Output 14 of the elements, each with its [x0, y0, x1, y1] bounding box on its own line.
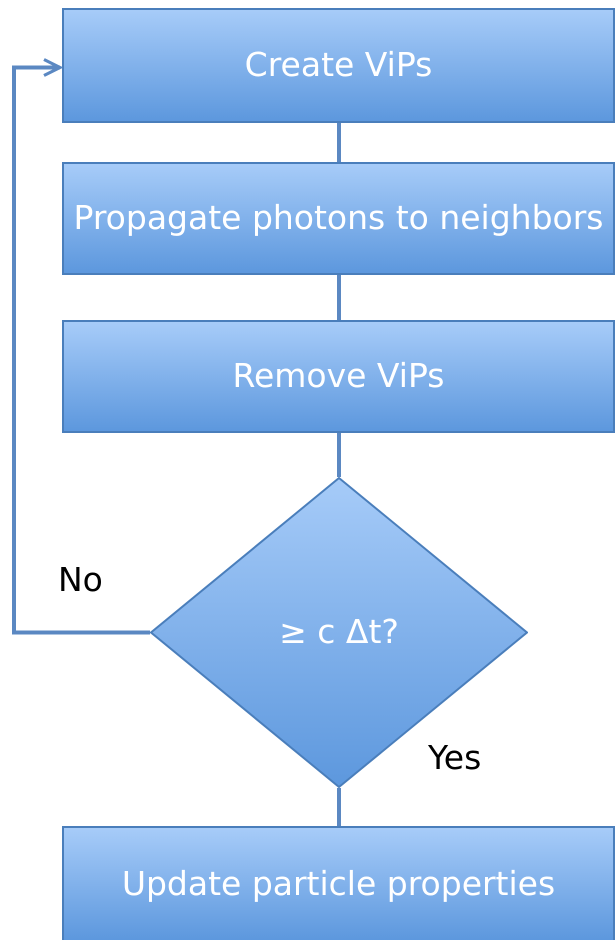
arrow: [12, 58, 150, 634]
connector-line: [337, 123, 341, 162]
process-box: [62, 8, 615, 123]
node-label: Propagate photons to neighbors: [74, 197, 604, 240]
connector-line: [337, 788, 341, 826]
process-box: [62, 162, 615, 275]
connector-line: [337, 433, 341, 477]
node-label: Remove ViPs: [232, 355, 444, 398]
node-label: Update particle properties: [122, 862, 556, 905]
process-box: [62, 320, 615, 433]
node-label: ≥ c Δt?: [279, 611, 399, 654]
process-box: [62, 826, 615, 940]
connector-line: [337, 275, 341, 320]
node-label: Create ViPs: [244, 44, 432, 86]
